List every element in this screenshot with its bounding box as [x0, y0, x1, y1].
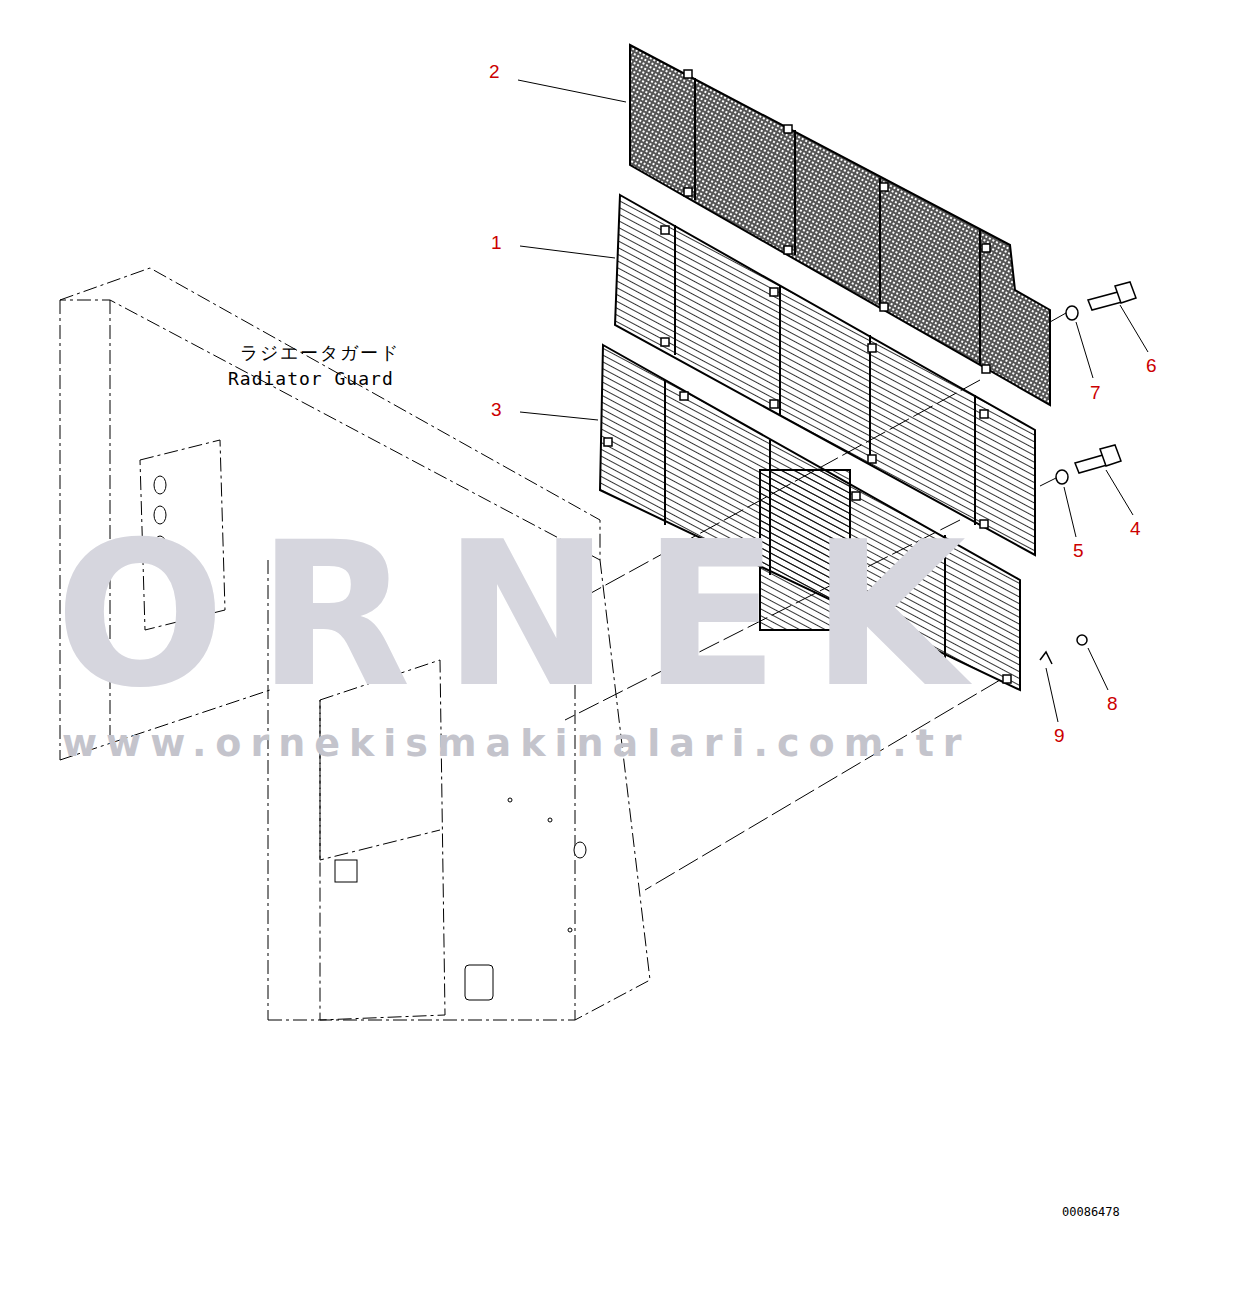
part-name-japanese: ラジエータガード: [240, 344, 400, 362]
callout-number: 9: [1054, 726, 1065, 745]
callout-number: 1: [491, 233, 502, 252]
callout-number: 7: [1090, 383, 1101, 402]
callout-number: 8: [1107, 694, 1118, 713]
watermark-url: www.ornekismakinalari.com.tr: [62, 724, 971, 762]
callout-number: 2: [489, 62, 500, 81]
callout-number: 4: [1130, 519, 1141, 538]
callout-number: 5: [1073, 541, 1084, 560]
watermark: ORNEK: [55, 515, 998, 715]
part-name: Radiator Guard: [228, 370, 394, 388]
callout-number: 6: [1146, 356, 1157, 375]
callout-number: 3: [491, 400, 502, 419]
drawing-number: 00086478: [1062, 1206, 1120, 1218]
